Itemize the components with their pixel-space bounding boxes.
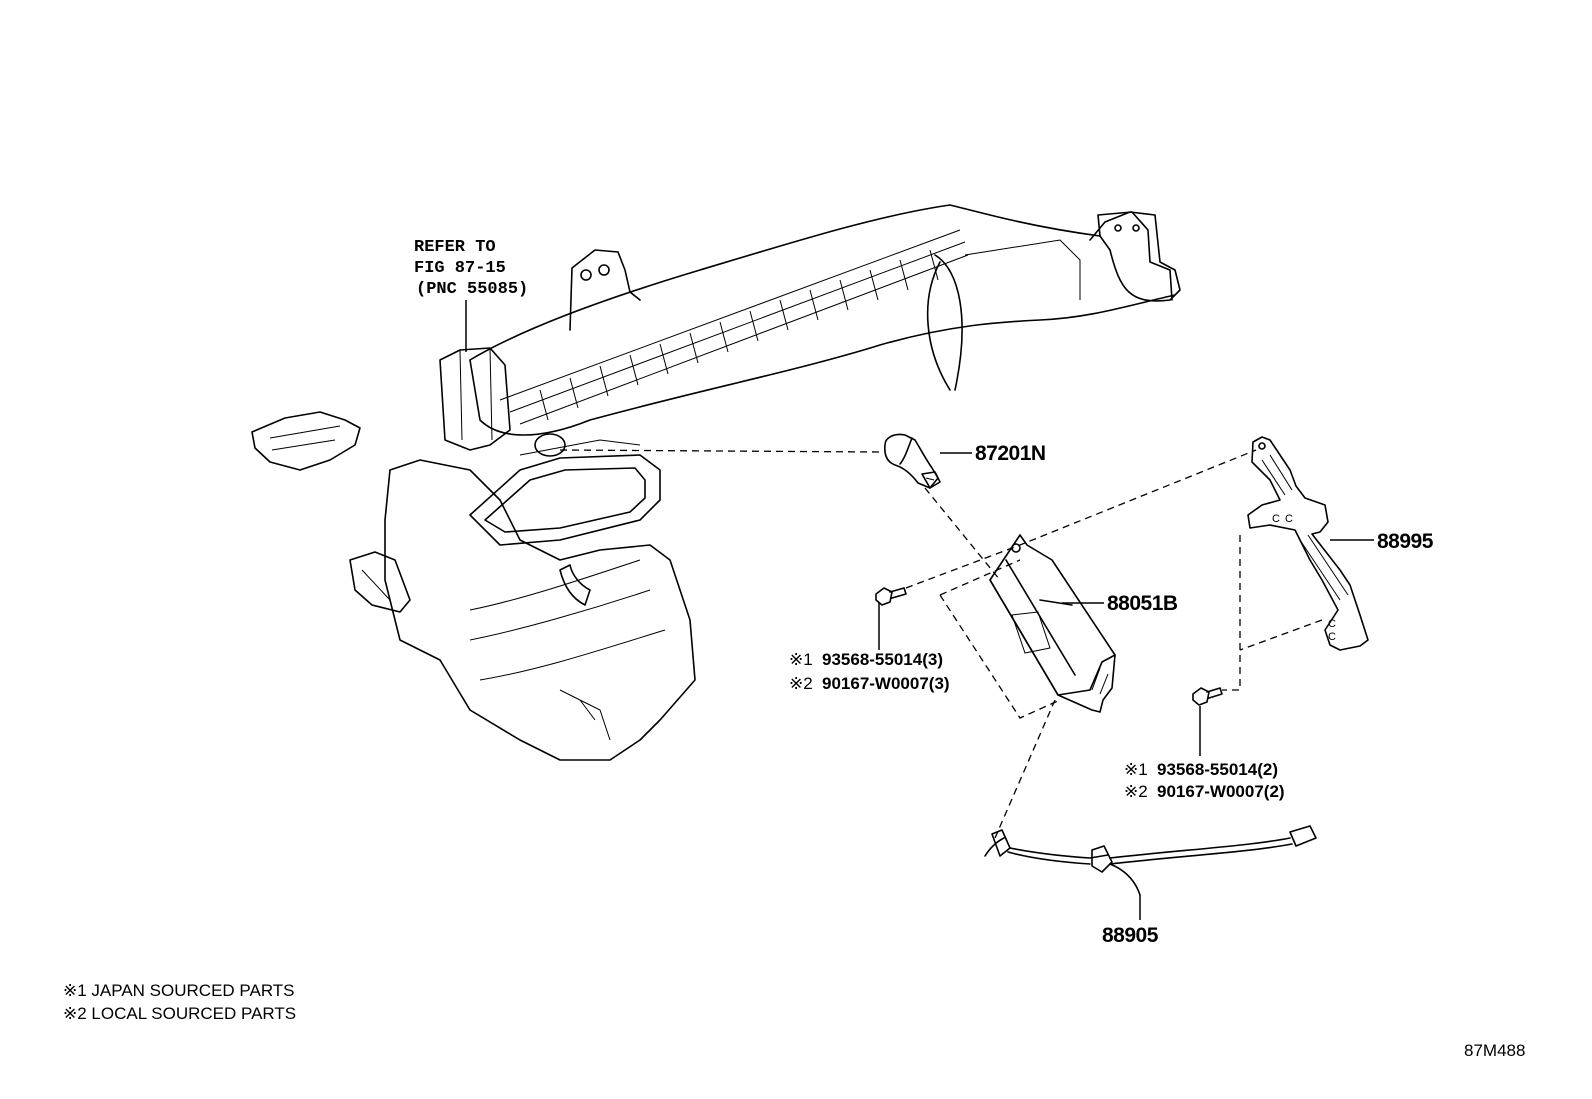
- legend: ※1 JAPAN SOURCED PARTS ※2 LOCAL SOURCED …: [63, 981, 296, 1023]
- reference-line-3: (PNC 55085): [416, 280, 528, 299]
- harness-88905: [984, 825, 1317, 896]
- bolt-left-mark-1: ※1: [789, 650, 813, 669]
- bolt-right-partnumbers: ※1 93568-55014(2) ※2 90167-W0007(2): [1124, 760, 1285, 801]
- clip-87201N: [884, 433, 941, 489]
- heater-duct-assembly: [251, 204, 1181, 761]
- bolt-left-partnumbers: ※1 93568-55014(3) ※2 90167-W0007(3): [789, 650, 950, 693]
- bolt-left: [875, 587, 907, 606]
- bolt-left-part-2: 90167-W0007(3): [822, 674, 950, 693]
- legend-note-1: ※1 JAPAN SOURCED PARTS: [63, 981, 295, 1000]
- reference-line-1: REFER TO: [414, 238, 496, 257]
- bolt-right-mark-1: ※1: [1124, 760, 1148, 779]
- figure-code: 87M488: [1464, 1041, 1525, 1060]
- leader-lines: [465, 300, 1374, 920]
- module-88051B: [989, 534, 1116, 713]
- assembly-lines: [559, 449, 1323, 839]
- bolt-left-part-1: 93568-55014(3): [822, 650, 943, 669]
- reference-note: REFER TO FIG 87-15 (PNC 55085): [414, 238, 528, 299]
- svg-text:C: C: [1328, 631, 1336, 643]
- reference-line-2: FIG 87-15: [414, 259, 506, 278]
- svg-text:C: C: [1285, 513, 1293, 525]
- callout-88995: 88995: [1377, 530, 1434, 553]
- svg-text:C: C: [1328, 618, 1336, 630]
- bracket-88995: C C C C: [1247, 436, 1369, 651]
- bolt-left-mark-2: ※2: [789, 674, 813, 693]
- callout-88905: 88905: [1102, 924, 1159, 947]
- callout-88051B: 88051B: [1107, 592, 1178, 615]
- bolt-right-mark-2: ※2: [1124, 782, 1148, 801]
- svg-text:C: C: [1272, 513, 1280, 525]
- callout-87201N: 87201N: [975, 442, 1046, 465]
- legend-note-2: ※2 LOCAL SOURCED PARTS: [63, 1004, 296, 1023]
- bolt-right: [1192, 687, 1223, 706]
- bolt-right-part-1: 93568-55014(2): [1157, 760, 1278, 779]
- bolt-right-part-2: 90167-W0007(2): [1157, 782, 1285, 801]
